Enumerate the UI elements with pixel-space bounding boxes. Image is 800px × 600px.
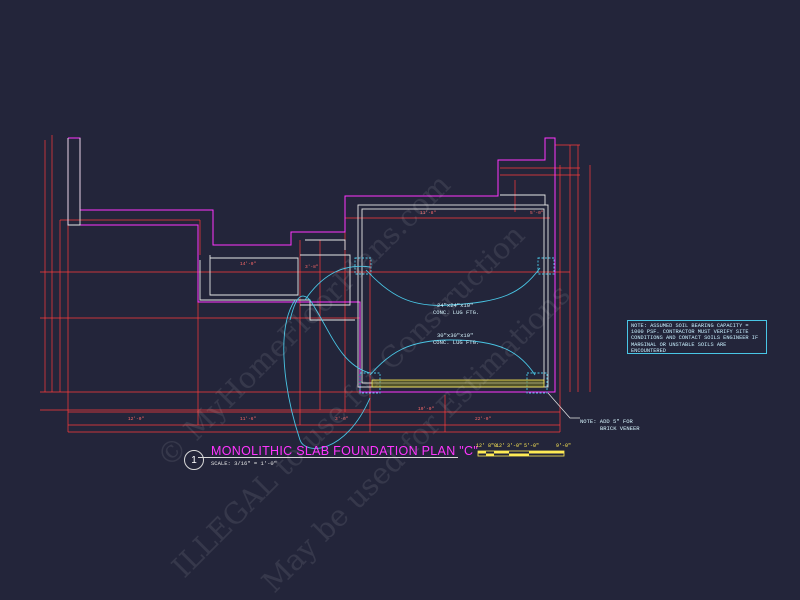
slab-outline	[67, 137, 556, 393]
footing-label-2b: CONC. LUG FTG.	[433, 339, 480, 346]
leader-line	[547, 392, 580, 419]
svg-text:14'-0": 14'-0"	[240, 261, 257, 267]
footings	[283, 257, 555, 449]
brick-note-line-2: BRICK VENEER	[600, 425, 640, 432]
brick-note-line-1: NOTE: ADD 5" FOR	[580, 418, 633, 425]
brick-veneer-note: NOTE: ADD 5" FOR BRICK VENEER	[580, 418, 640, 432]
footing-label-2a: 30"x30"x10"	[437, 332, 474, 339]
svg-text:12'-0": 12'-0"	[128, 416, 145, 422]
scale-bar-label-3: 3'-0"	[507, 443, 523, 449]
svg-text:11'-6": 11'-6"	[240, 416, 257, 422]
title-underline	[198, 457, 458, 458]
scale-bar-label-5: 9'-0"	[556, 443, 572, 449]
svg-text:10'-0": 10'-0"	[418, 406, 435, 412]
svg-text:22'-0": 22'-0"	[475, 416, 492, 422]
drawing-scale: SCALE: 3/16" = 1'-0"	[211, 460, 278, 467]
svg-text:5'-0": 5'-0"	[530, 210, 544, 216]
svg-text:3'-8": 3'-8"	[305, 264, 319, 270]
soil-note: NOTE: ASSUMED SOIL BEARING CAPACITY = 10…	[627, 320, 767, 354]
svg-text:11'-8": 11'-8"	[420, 210, 437, 216]
dimension-texts: 12'-0" 11'-6" 3'-0" 10'-0" 22'-0" 11'-8"…	[128, 210, 544, 422]
detail-number: 1	[184, 450, 204, 470]
walls	[67, 138, 549, 388]
scale-bar-label-1: 12' 8"0	[476, 443, 498, 449]
footing-label-1a: 24"x24"x10"	[437, 302, 474, 309]
scale-bar-label-4: 5'-0"	[524, 443, 540, 449]
drawing-title: MONOLITHIC SLAB FOUNDATION PLAN "C"	[211, 444, 479, 458]
svg-text:3'-0": 3'-0"	[335, 416, 349, 422]
footing-label-1b: CONC. LUG FTG.	[433, 309, 480, 316]
dimension-lines	[40, 135, 591, 433]
scale-bar-label-2: 12'	[496, 443, 506, 449]
scale-bar	[477, 450, 565, 457]
brick-ledge	[371, 379, 545, 388]
